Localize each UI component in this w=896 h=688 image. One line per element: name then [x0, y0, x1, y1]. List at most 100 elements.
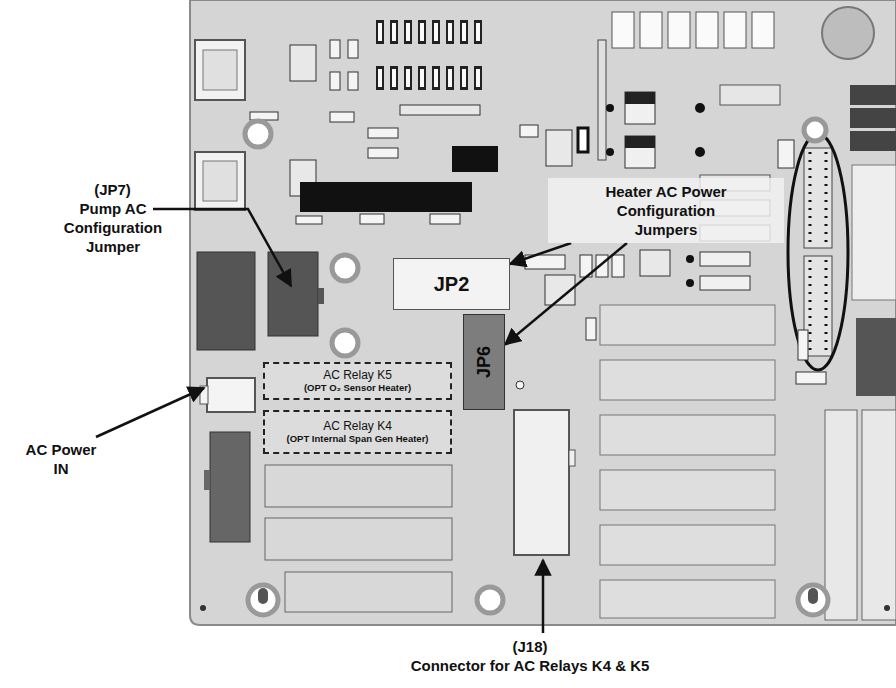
- diode: [625, 92, 655, 124]
- callout-label: Connector for AC Relays K4 & K5: [380, 656, 680, 675]
- connector: [195, 152, 245, 210]
- mounting-hole: [332, 255, 358, 281]
- relay: [265, 465, 452, 507]
- connector: [856, 318, 896, 396]
- test-point: [668, 12, 690, 48]
- leader-arrow: [153, 209, 291, 286]
- solder-pad: [686, 255, 694, 263]
- solder-pad: [884, 605, 890, 611]
- circuit-board: [190, 0, 896, 625]
- resistor-row: [380, 69, 478, 87]
- component: [520, 125, 538, 137]
- ic-chip: [640, 250, 670, 276]
- connector: [210, 432, 250, 542]
- fuse-holder: [578, 128, 588, 152]
- relay: [600, 305, 775, 345]
- keyhole-slot: [248, 585, 278, 615]
- callout-label: AC Power IN: [22, 440, 100, 478]
- leader-arrow: [96, 388, 204, 437]
- component: [798, 330, 808, 360]
- header-connector: [300, 182, 472, 212]
- highlight-ellipse: [788, 134, 848, 370]
- resistor-row: [380, 20, 478, 44]
- solder-pad: [200, 605, 206, 611]
- mounting-hole: [477, 587, 503, 613]
- diode: [700, 276, 750, 290]
- regulator: [850, 85, 896, 105]
- relay: [600, 360, 775, 400]
- component: [330, 40, 340, 58]
- relay: [600, 580, 775, 618]
- leader-arrow: [510, 243, 571, 264]
- relay: [265, 518, 452, 560]
- node-title: AC Relay K5: [323, 368, 392, 382]
- relay: [600, 415, 775, 455]
- resistor-row: [380, 23, 478, 41]
- regulator: [850, 131, 896, 151]
- callout-box: Heater AC Power Configuration Jumpers: [548, 178, 784, 243]
- solder-pad: [686, 279, 694, 287]
- connector: [852, 165, 896, 300]
- node-title: AC Relay K4: [323, 419, 392, 433]
- switch: [452, 146, 498, 172]
- component: [360, 214, 384, 224]
- relay-box: AC Relay K4(OPT Internal Span Gen Heater…: [263, 410, 452, 454]
- component: [330, 112, 354, 122]
- regulator: [850, 108, 896, 128]
- power-connector: [207, 378, 255, 412]
- component: [400, 105, 480, 115]
- j18-connector: [569, 450, 575, 466]
- component: [368, 128, 398, 138]
- solder-pad: [606, 148, 614, 156]
- keyhole-slot: [798, 585, 828, 615]
- leader-arrow: [505, 243, 627, 345]
- relay: [285, 572, 452, 612]
- keyhole-slot: [808, 588, 818, 604]
- test-point: [516, 381, 524, 389]
- test-point: [752, 12, 774, 48]
- jumper-tab: [318, 288, 324, 304]
- mounting-hole: [245, 121, 271, 147]
- jumper-block: JP6: [463, 314, 505, 410]
- component: [796, 372, 826, 384]
- component-designator: (J18): [380, 637, 680, 656]
- connector: [204, 470, 210, 490]
- terminal-block: [825, 410, 857, 620]
- header-connector: [804, 148, 832, 248]
- diode: [700, 252, 750, 266]
- jumper-jp7: [268, 252, 318, 336]
- component: [598, 40, 606, 160]
- test-point: [640, 12, 662, 48]
- node-title: JP6: [474, 346, 494, 378]
- component: [778, 140, 794, 168]
- component: [330, 72, 340, 90]
- test-point: [724, 12, 746, 48]
- connector-pins: [810, 152, 826, 354]
- relay-box: AC Relay K5(OPT O₂ Sensor Heater): [263, 362, 452, 400]
- component-designator: (JP7): [50, 180, 175, 199]
- diode: [625, 136, 655, 168]
- component: [612, 255, 624, 277]
- mounting-hole: [332, 330, 358, 356]
- node-subtitle: (OPT O₂ Sensor Heater): [304, 382, 411, 394]
- component: [296, 216, 322, 224]
- resistor-row: [380, 66, 478, 90]
- callout-label: Pump AC Configuration Jumper: [62, 199, 164, 256]
- component: [348, 40, 358, 58]
- j18-connector: [514, 410, 569, 555]
- jumper-block: JP2: [393, 258, 510, 310]
- component: [430, 214, 460, 224]
- node-subtitle: (OPT Internal Span Gen Heater): [287, 433, 429, 445]
- solder-pad: [695, 103, 705, 113]
- component: [368, 148, 398, 158]
- relay: [600, 525, 775, 565]
- mounting-hole: [804, 119, 826, 141]
- terminal-block: [862, 410, 896, 620]
- node-title: JP2: [434, 272, 470, 296]
- ic-chip: [290, 45, 316, 81]
- test-point: [612, 12, 634, 48]
- connector: [203, 50, 237, 90]
- connector: [195, 40, 245, 100]
